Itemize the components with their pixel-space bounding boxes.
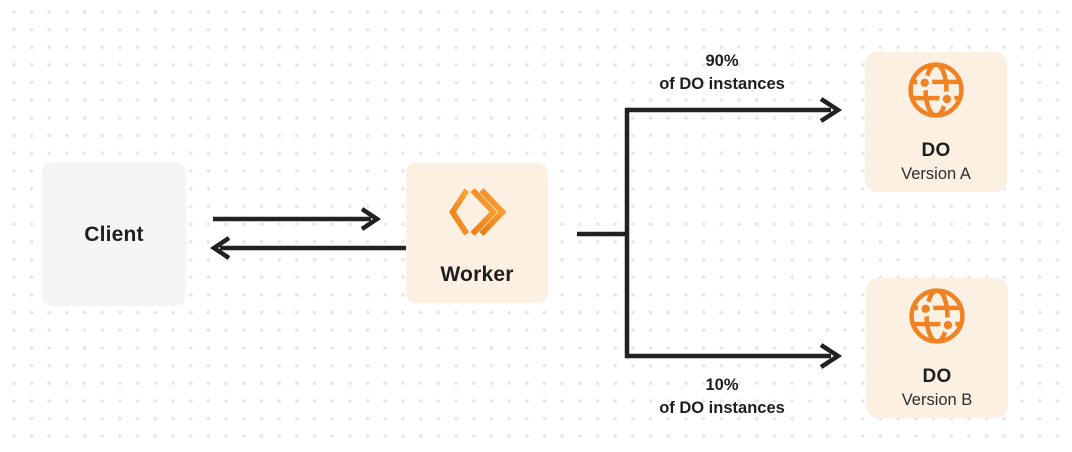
split-to-version-a-arrow bbox=[627, 97, 843, 123]
do-version-a-subtitle: Version A bbox=[901, 165, 971, 183]
do-version-a-node: DO Version A bbox=[865, 52, 1007, 192]
globe-icon bbox=[909, 288, 965, 344]
workers-icon bbox=[448, 188, 506, 236]
split-top-caption: of DO instances bbox=[659, 75, 785, 93]
client-to-worker-arrow bbox=[213, 207, 382, 231]
client-label: Client bbox=[84, 222, 144, 246]
worker-label: Worker bbox=[440, 263, 514, 286]
split-bottom-label: 10% of DO instances bbox=[622, 374, 822, 420]
worker-to-client-arrow bbox=[209, 236, 406, 260]
globe-icon bbox=[908, 62, 964, 118]
split-top-percent: 90% bbox=[705, 52, 739, 70]
split-bottom-percent: 10% bbox=[705, 376, 739, 394]
do-version-a-title: DO bbox=[921, 140, 951, 161]
split-to-version-b-arrow bbox=[627, 343, 843, 369]
do-version-b-title: DO bbox=[922, 366, 952, 387]
do-version-b-node: DO Version B bbox=[866, 278, 1008, 418]
split-top-label: 90% of DO instances bbox=[622, 50, 822, 96]
client-node: Client bbox=[42, 162, 186, 306]
worker-split-connector bbox=[577, 107, 630, 359]
split-bottom-caption: of DO instances bbox=[659, 399, 785, 417]
do-version-b-subtitle: Version B bbox=[901, 391, 973, 409]
worker-node: Worker bbox=[406, 163, 548, 303]
